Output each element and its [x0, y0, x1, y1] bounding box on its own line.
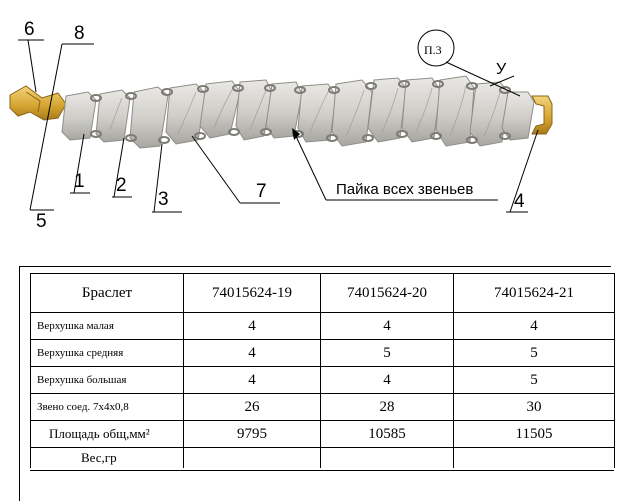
- row-label: Верхушка большая: [30, 366, 184, 394]
- arrow-head: [292, 128, 300, 140]
- cell-value: 4: [320, 366, 454, 394]
- cell-value: 26: [183, 393, 321, 421]
- row-label: Площадь общ,мм²: [30, 420, 184, 448]
- cell-value: 10585: [320, 420, 454, 448]
- table-row: Верхушка малая 4 4 4: [30, 312, 615, 340]
- table-row: Верхушка большая 4 4 5: [30, 366, 615, 394]
- callout-3: 3: [158, 189, 169, 210]
- cell-value: 9795: [183, 420, 321, 448]
- cell-value: 28: [320, 393, 454, 421]
- header-article: 74015624-20: [320, 273, 454, 313]
- table-header-row: Браслет 74015624-19 74015624-20 74015624…: [30, 273, 615, 313]
- cell-value: 11505: [453, 420, 615, 448]
- cell-value: 4: [183, 312, 321, 340]
- cell-value: [320, 447, 454, 468]
- table-row: Вес,гр: [30, 447, 615, 468]
- bracelet-drawing: [9, 29, 553, 213]
- cell-value: 4: [183, 339, 321, 367]
- callout-1: 1: [74, 171, 85, 192]
- callout-2: 2: [116, 175, 127, 196]
- cell-value: [453, 447, 615, 468]
- row-label: Вес,гр: [30, 447, 184, 468]
- header-article: 74015624-21: [453, 273, 615, 313]
- row-label: Верхушка малая: [30, 312, 184, 340]
- connecting-rings: [90, 80, 511, 144]
- solder-note: Пайка всех звеньев: [336, 181, 474, 198]
- cell-value: 4: [183, 366, 321, 394]
- bracelet-links: [61, 75, 535, 149]
- table-bottom-line: [30, 470, 614, 471]
- table-row: Звено соед. 7х4х0,8 26 28 30: [30, 393, 615, 421]
- cell-value: [183, 447, 321, 468]
- right-clasp-loop: [531, 95, 553, 135]
- callout-5: 5: [36, 211, 47, 232]
- cell-value: 4: [453, 312, 615, 340]
- cell-value: 5: [453, 339, 615, 367]
- callout-8: 8: [74, 23, 85, 44]
- callout-7: 7: [256, 181, 267, 202]
- leader-lines: [18, 29, 539, 213]
- cell-value: 5: [453, 366, 615, 394]
- cell-value: 5: [320, 339, 454, 367]
- sheet-frame: [19, 266, 611, 501]
- leaf-texture: [109, 85, 501, 137]
- table-row: Площадь общ,мм² 9795 10585 11505: [30, 420, 615, 448]
- header-label: Браслет: [30, 273, 184, 313]
- cell-value: 30: [453, 393, 615, 421]
- header-article: 74015624-19: [183, 273, 321, 313]
- cell-value: 4: [320, 312, 454, 340]
- row-label: Верхушка средняя: [30, 339, 184, 367]
- callout-u: У: [496, 61, 507, 78]
- row-label: Звено соед. 7х4х0,8: [30, 393, 184, 421]
- left-clasp: [9, 85, 67, 121]
- callout-ref-p3: П.3: [424, 43, 442, 57]
- spec-table: Браслет 74015624-19 74015624-20 74015624…: [30, 273, 615, 468]
- table-row: Верхушка средняя 4 5 5: [30, 339, 615, 367]
- callout-6: 6: [24, 19, 35, 40]
- callout-4: 4: [514, 191, 525, 212]
